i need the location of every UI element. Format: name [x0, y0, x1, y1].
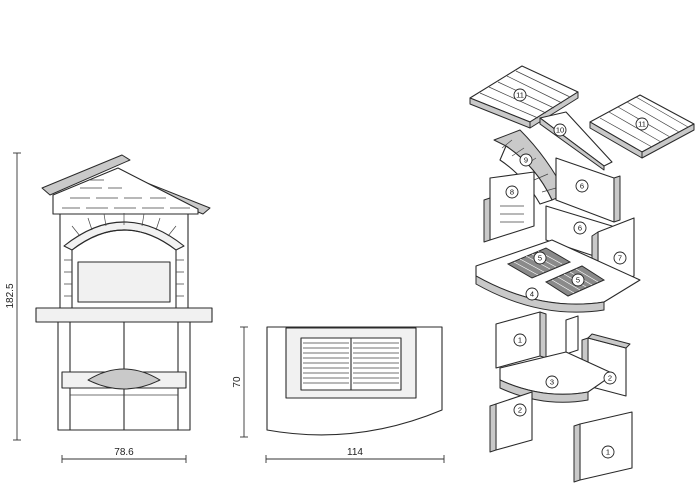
front-lower-body: [57, 321, 191, 431]
width-dimension-label: 78.6: [114, 447, 134, 458]
top-grill-grates: [300, 337, 402, 391]
part-label-7: 7: [613, 251, 627, 265]
svg-text:6: 6: [580, 182, 584, 191]
part-8-side-wall: [483, 171, 535, 243]
svg-text:11: 11: [516, 91, 524, 100]
part-label-6a: 6: [575, 179, 589, 193]
svg-text:9: 9: [524, 156, 528, 165]
length-dimension-line: [265, 455, 445, 463]
part-label-6b: 6: [573, 221, 587, 235]
part-label-5b: 5: [571, 273, 585, 287]
part-label-11a: 11: [513, 88, 527, 102]
svg-text:5: 5: [576, 276, 580, 285]
front-upper-body: [59, 213, 189, 309]
svg-text:11: 11: [638, 120, 646, 129]
svg-text:1: 1: [518, 336, 522, 345]
front-view: 182.5: [5, 152, 213, 463]
depth-dimension-label: 70: [232, 376, 243, 388]
part-label-1b: 1: [601, 445, 615, 459]
part-label-8: 8: [505, 185, 519, 199]
part-label-1a: 1: [513, 333, 527, 347]
part-label-11b: 11: [635, 117, 649, 131]
svg-text:8: 8: [510, 188, 514, 197]
part-11-roof-panel-right: [589, 94, 695, 159]
svg-text:10: 10: [556, 126, 564, 135]
front-roof: [41, 154, 211, 215]
svg-text:3: 3: [550, 378, 554, 387]
part-4-counter-slab: [475, 239, 641, 313]
height-dimension-line: [13, 152, 21, 441]
front-counter-slab: [35, 307, 213, 323]
top-view: 70 114: [232, 326, 445, 463]
svg-text:2: 2: [518, 406, 522, 415]
part-2-leg-left: [489, 391, 533, 453]
part-label-5a: 5: [533, 251, 547, 265]
svg-text:2: 2: [608, 374, 612, 383]
svg-text:4: 4: [530, 290, 534, 299]
part-1-leg-rear: [565, 315, 579, 355]
svg-text:1: 1: [606, 448, 610, 457]
length-dimension-label: 114: [347, 447, 363, 458]
part-label-2b: 2: [513, 403, 527, 417]
part-1-leg-lower: [573, 411, 633, 483]
svg-text:7: 7: [618, 254, 622, 263]
height-dimension-label: 182.5: [5, 283, 16, 308]
depth-dimension-line: [240, 326, 248, 438]
part-label-4: 4: [525, 287, 539, 301]
part-label-3: 3: [545, 375, 559, 389]
svg-text:5: 5: [538, 254, 542, 263]
part-label-9: 9: [519, 153, 533, 167]
width-dimension-line: [61, 455, 187, 463]
part-label-2a: 2: [603, 371, 617, 385]
svg-text:6: 6: [578, 224, 582, 233]
part-label-10: 10: [553, 123, 567, 137]
exploded-view: 11 11 10 9 8 6 6 7 5 5 4 1 3 2 2 1: [469, 65, 695, 483]
part-3-bottom-shelf: [499, 351, 615, 403]
